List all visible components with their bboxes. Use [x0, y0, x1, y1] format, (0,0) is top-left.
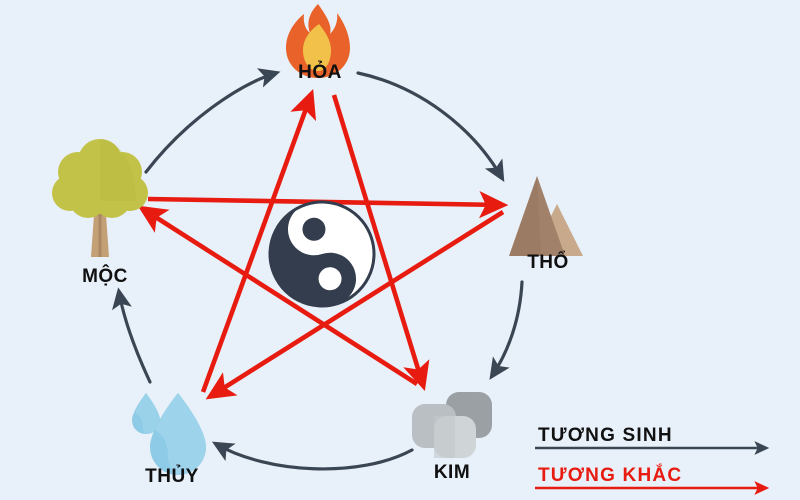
legend-label-tuong-khac: TƯƠNG KHẮC — [538, 464, 682, 486]
line-kim-to-moc — [137, 205, 419, 386]
metal-icon — [412, 392, 492, 458]
line-hoa-to-kim — [331, 94, 430, 392]
arc-kim-to-thuy — [211, 441, 414, 471]
label-moc: MỘC — [82, 265, 128, 287]
water-icon — [132, 393, 206, 475]
line-tho-to-thuy — [205, 210, 505, 400]
label-thuy: THỦY — [145, 465, 199, 487]
legend-label-tuong-sinh: TƯƠNG SINH — [538, 425, 673, 446]
arc-moc-to-hoa — [144, 68, 281, 174]
yin-yang-icon — [268, 200, 376, 308]
line-thuy-to-hoa — [200, 89, 317, 393]
fire-icon — [286, 4, 350, 78]
element-labels: HỎA THỔ KIM THỦY MỘC — [82, 61, 569, 487]
tree-icon — [52, 139, 148, 257]
generating-cycle-arrows — [112, 68, 524, 471]
mountain-icon — [509, 176, 583, 256]
arc-tho-to-kim — [489, 280, 524, 380]
legend: TƯƠNG SINH TƯƠNG KHẮC — [535, 425, 770, 496]
label-tho: THỔ — [527, 251, 569, 273]
label-hoa: HỎA — [298, 61, 342, 83]
label-kim: KIM — [434, 462, 470, 483]
arc-hoa-to-tho — [356, 71, 505, 183]
arc-thuy-to-moc — [112, 287, 152, 384]
